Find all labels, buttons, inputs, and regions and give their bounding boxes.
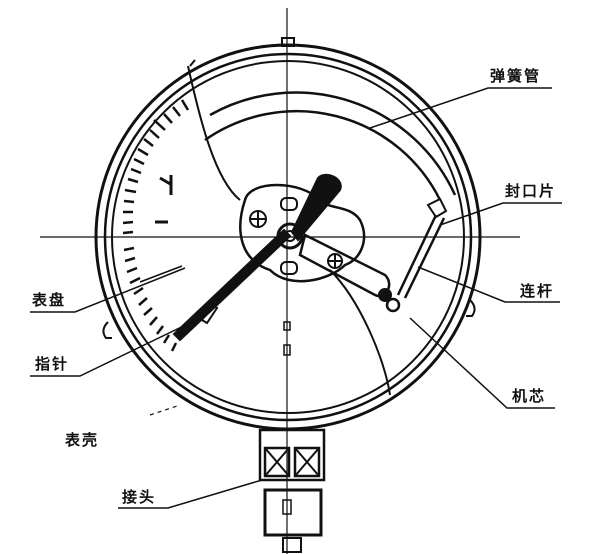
- label-dial: 表盘: [32, 291, 67, 309]
- bourdon-tube: [204, 91, 457, 219]
- dial-cutaway: [187, 65, 241, 201]
- label-pointer: 指针: [35, 355, 70, 373]
- label-movement: 机芯: [512, 387, 547, 405]
- connecting-rod: [396, 214, 446, 299]
- movement: [239, 183, 401, 313]
- label-connecting-rod: 连杆: [520, 282, 555, 300]
- label-case: 表壳: [65, 431, 100, 449]
- label-connector: 接头: [122, 488, 157, 506]
- leader-lines: [30, 87, 562, 509]
- connector: [258, 428, 326, 553]
- centerlines: [40, 8, 520, 554]
- dial-scale: [122, 99, 190, 352]
- label-seal-plate: 封口片: [505, 182, 557, 200]
- label-bourdon-tube: 弹簧管: [490, 67, 542, 85]
- pointer: [172, 173, 342, 342]
